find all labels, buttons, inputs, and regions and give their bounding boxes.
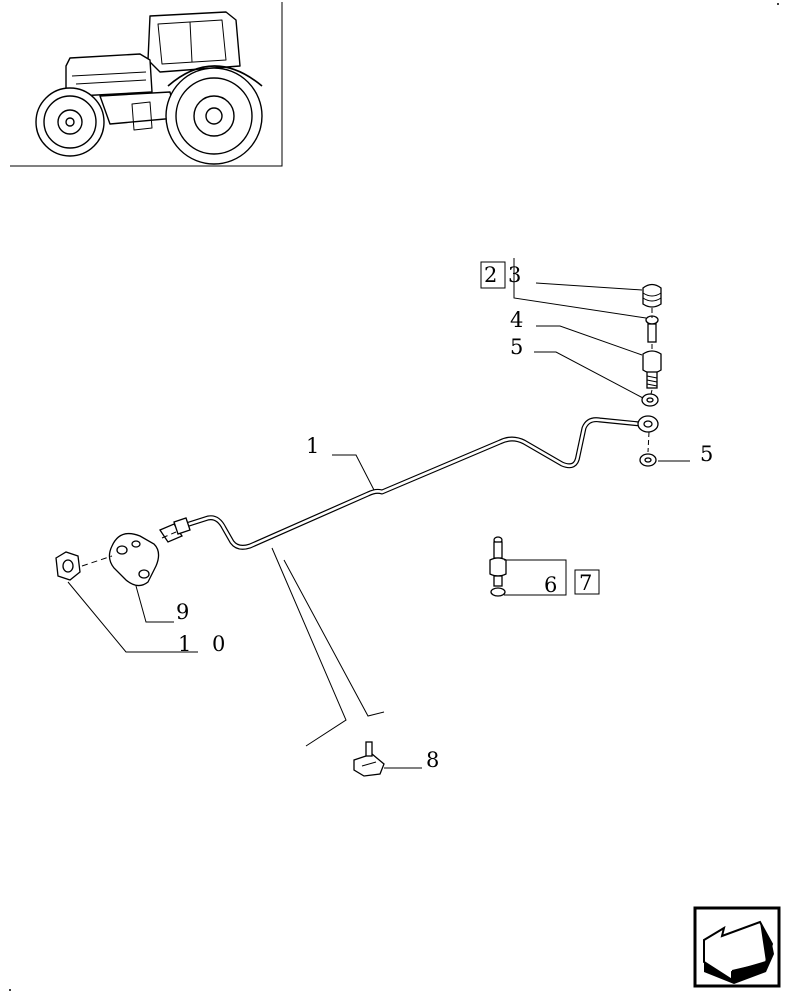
corner-mark-bottom [9, 989, 11, 991]
bleed-valve[interactable] [645, 315, 659, 343]
leader-lines [67, 258, 690, 769]
thumbnail-frame [10, 2, 283, 167]
callout-labels: 1 2 3 4 5 5 6 7 8 9 1 0 [176, 263, 713, 772]
callout-2: 2 [484, 263, 497, 287]
callout-6: 6 [544, 573, 557, 597]
flange-plate[interactable] [108, 532, 160, 587]
callout-5-right: 5 [700, 442, 713, 466]
nav-back-button[interactable] [693, 906, 781, 988]
callout-5-upper: 5 [510, 335, 523, 359]
callout-4: 4 [510, 308, 523, 332]
bleed-cap[interactable] [642, 283, 662, 308]
callout-1: 1 [306, 434, 319, 458]
union-screw[interactable] [642, 350, 662, 389]
callout-7: 7 [579, 571, 592, 595]
back-arrow-icon [703, 920, 774, 984]
callout-10: 1 0 [178, 632, 232, 656]
tractor-icon [35, 11, 263, 165]
sealing-washer-upper[interactable] [641, 393, 659, 407]
callout-3: 3 [508, 263, 521, 287]
pipe-clip[interactable] [353, 741, 385, 777]
hex-nut[interactable] [55, 551, 81, 581]
bleed-screw-assembly[interactable] [489, 536, 507, 597]
brake-pipe[interactable] [159, 415, 659, 550]
sealing-washer-lower[interactable] [639, 453, 657, 467]
corner-mark-top [777, 3, 779, 5]
tractor-thumbnail[interactable] [10, 2, 283, 167]
callout-8: 8 [426, 748, 439, 772]
callout-9: 9 [176, 600, 189, 624]
